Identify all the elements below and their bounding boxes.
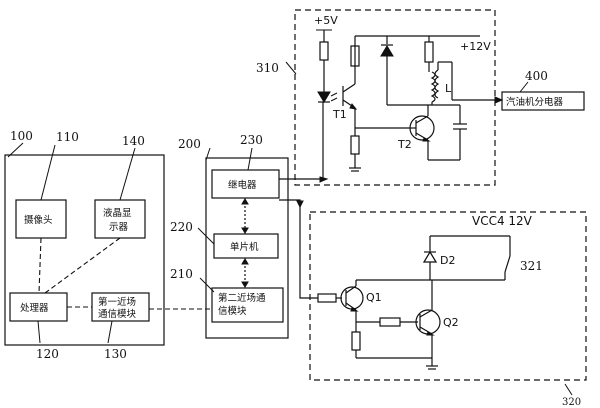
relay-block [211, 169, 280, 199]
label-310: 310 [256, 61, 279, 75]
resistor-r2 [350, 45, 360, 67]
nfc2-label-1: 第二近场通 [218, 292, 266, 304]
resistor-r3 [350, 135, 360, 155]
nfc1-label-1: 第一近场 [98, 296, 136, 308]
label-321: 321 [520, 259, 543, 273]
distributor-block [501, 91, 585, 111]
v5-label: +5V [314, 14, 338, 27]
mcu-block [213, 233, 279, 259]
distributor-label: 汽油机分电器 [506, 96, 564, 108]
label-230: 230 [240, 133, 263, 147]
mcu-label: 单片机 [230, 241, 259, 253]
led-icon [317, 91, 331, 103]
label-220: 220 [170, 220, 193, 234]
nfc2-label-2: 信模块 [218, 305, 247, 317]
device-100-box [4, 154, 165, 346]
vcc-label: VCC4 12V [472, 214, 533, 228]
lcd-label-2: 示器 [109, 222, 129, 233]
label-100: 100 [10, 129, 33, 143]
diode-d1-icon [380, 45, 394, 57]
d2-label: D2 [440, 254, 455, 267]
resistor-r4 [424, 41, 434, 63]
resistor-r1 [319, 41, 329, 61]
label-210: 210 [170, 267, 193, 281]
resistor-r7 [351, 331, 361, 351]
processor-label: 处理器 [20, 302, 49, 314]
q1-label: Q1 [366, 291, 382, 304]
label-120: 120 [36, 347, 59, 361]
label-320: 320 [562, 397, 581, 408]
device-200-box [205, 157, 289, 339]
circuit-310-box [294, 9, 496, 186]
transistor-q1-icon [340, 286, 364, 310]
relay-label: 继电器 [228, 179, 257, 191]
t2-label: T2 [397, 138, 412, 151]
label-200: 200 [178, 137, 201, 151]
label-400: 400 [525, 69, 548, 83]
lcd-label-1: 液晶显 [103, 207, 132, 219]
label-110: 110 [56, 130, 79, 144]
t1-label: T1 [332, 108, 347, 121]
q2-label: Q2 [443, 316, 459, 329]
nfc1-label-2: 通信模块 [98, 308, 137, 320]
resistor-r6 [379, 317, 401, 327]
label-130: 130 [104, 347, 127, 361]
circuit-320-box [309, 211, 587, 381]
camera-label: 摄像头 [24, 214, 53, 226]
label-140: 140 [122, 134, 145, 148]
v12-label: +12V [460, 40, 491, 53]
inductor-label: L [445, 82, 452, 95]
nfc2-block [211, 287, 284, 323]
diode-d2-icon [423, 251, 437, 263]
resistor-r5 [317, 293, 337, 303]
